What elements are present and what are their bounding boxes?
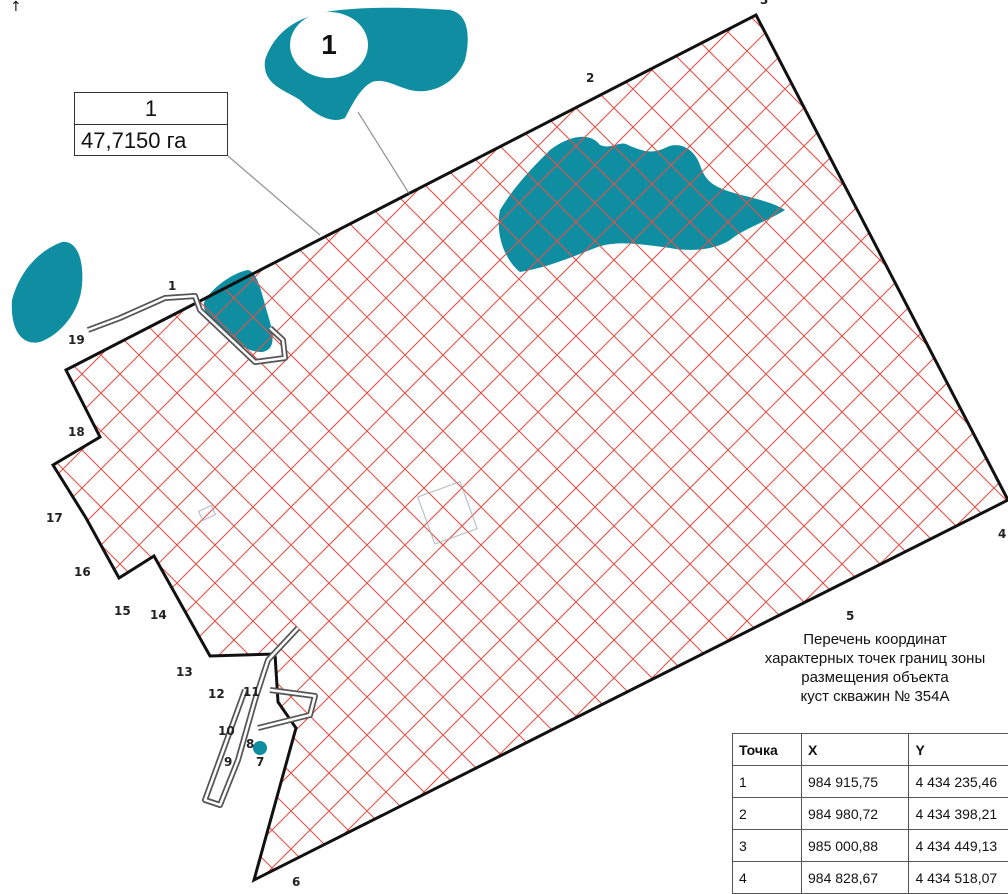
point-label-15: 15: [114, 604, 131, 618]
title-line-2: характерных точек границ зоны: [725, 649, 1008, 668]
point-label-16: 16: [74, 565, 91, 579]
cell-point: 3: [733, 830, 802, 862]
lake-center-north: [499, 137, 785, 272]
callout-area-value: 47,7150 га: [75, 125, 227, 156]
lake-top: [265, 8, 468, 120]
coordinates-table: Точка X Y 1 984 915,75 4 434 235,46 2 98…: [732, 733, 1008, 894]
cell-x: 984 915,75: [802, 766, 909, 798]
cell-point: 2: [733, 798, 802, 830]
cell-y: 4 434 235,46: [909, 766, 1008, 798]
lake-left: [12, 242, 83, 343]
table-row: 4 984 828,67 4 434 518,07: [733, 862, 1008, 894]
table-row: 2 984 980,72 4 434 398,21: [733, 798, 1008, 830]
cell-x: 984 828,67: [802, 862, 909, 894]
cell-point: 1: [733, 766, 802, 798]
point-label-1: 1: [168, 279, 176, 293]
point-label-5: 5: [846, 609, 854, 623]
point-label-10: 10: [218, 724, 235, 738]
pond-small: [253, 741, 267, 755]
callout-zone-number: 1: [75, 93, 227, 125]
title-line-3: размещения объекта: [725, 668, 1008, 687]
callout-leader-area: [228, 156, 320, 235]
cell-x: 985 000,88: [802, 830, 909, 862]
title-line-1: Перечень координат: [725, 630, 1008, 649]
point-label-14: 14: [150, 608, 167, 622]
point-label-3: 3: [760, 0, 768, 7]
point-label-12: 12: [208, 687, 225, 701]
header-point: Точка: [733, 734, 802, 766]
zone-number-badge: 1: [290, 12, 368, 78]
table-row: 1 984 915,75 4 434 235,46: [733, 766, 1008, 798]
point-label-13: 13: [176, 665, 193, 679]
hatch-line: [0, 0, 76, 888]
point-label-18: 18: [68, 425, 85, 439]
cell-y: 4 434 518,07: [909, 862, 1008, 894]
point-label-17: 17: [46, 511, 63, 525]
point-label-8: 8: [246, 737, 254, 751]
point-label-19: 19: [68, 333, 85, 347]
cell-y: 4 434 449,13: [909, 830, 1008, 862]
point-label-9: 9: [224, 755, 232, 769]
point-label-2: 2: [586, 71, 594, 85]
table-header-row: Точка X Y: [733, 734, 1008, 766]
point-label-7: 7: [256, 755, 264, 769]
north-arrow-icon: ↑: [10, 0, 22, 14]
hatch-line: [0, 0, 38, 888]
callout-leader-zone: [358, 112, 410, 195]
coordinates-list-title: Перечень координат характерных точек гра…: [725, 630, 1008, 706]
point-label-4: 4: [998, 527, 1006, 541]
header-x: X: [802, 734, 909, 766]
title-line-4: куст скважин № 354А: [725, 687, 1008, 706]
table-row: 3 985 000,88 4 434 449,13: [733, 830, 1008, 862]
header-y: Y: [909, 734, 1008, 766]
point-label-11: 11: [243, 685, 260, 699]
area-callout: 1 47,7150 га: [74, 92, 228, 156]
point-label-6: 6: [292, 875, 300, 888]
faint-building-small: [199, 506, 216, 521]
cell-point: 4: [733, 862, 802, 894]
cell-y: 4 434 398,21: [909, 798, 1008, 830]
hatch-line: [0, 0, 38, 888]
hatch-line: [0, 0, 76, 888]
cell-x: 984 980,72: [802, 798, 909, 830]
